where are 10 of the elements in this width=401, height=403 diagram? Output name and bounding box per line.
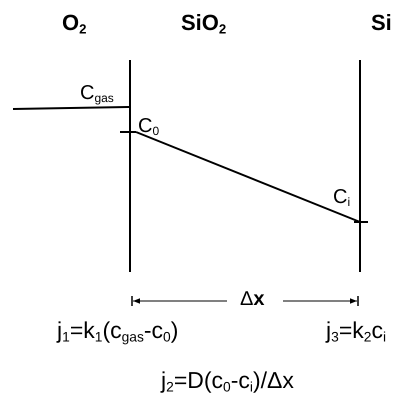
flux-equation: j$_{3}$=k$_{2}$c$_{i}$ bbox=[326, 318, 386, 344]
medium-label: Si bbox=[371, 11, 392, 36]
concentration-label: C$_{0}$ bbox=[138, 115, 160, 137]
medium-label: SiO$_{2}$ bbox=[181, 11, 226, 36]
flux-equation: j$_{1}$=k$_{1}$(c$_{gas}$-c$_{0}$) bbox=[57, 318, 178, 344]
flux-equation: j$_{2}$=D(c$_{0}$-c$_{i}$)/Δx bbox=[161, 368, 294, 394]
thickness-label: Δx bbox=[240, 288, 264, 310]
medium-label: O$_{2}$ bbox=[62, 11, 86, 36]
concentration-label: C$_{i}$ bbox=[333, 186, 350, 208]
concentration-label: C$_{gas}$ bbox=[80, 82, 114, 104]
